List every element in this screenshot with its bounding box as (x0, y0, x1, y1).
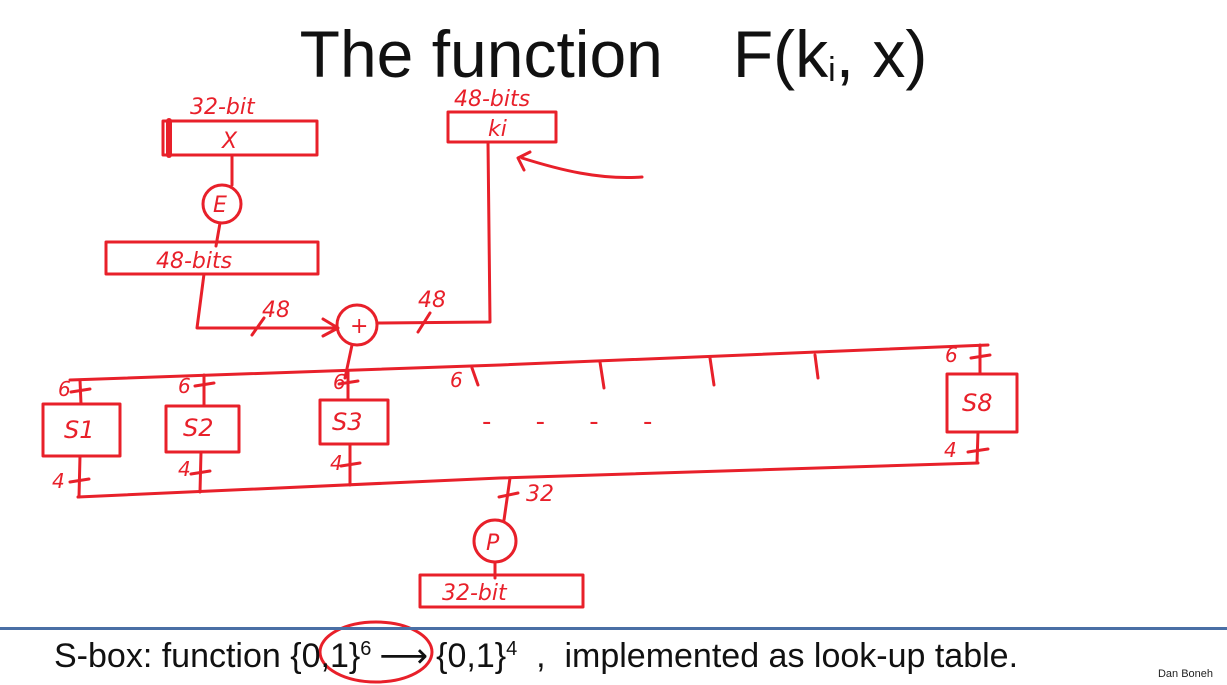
sbox-domain: {0,1} (290, 637, 361, 675)
sbox-4-in-label: 6 (450, 368, 463, 392)
sbox-1-outlet-tick (68, 477, 91, 484)
output-wire-tick (497, 491, 520, 499)
sbox-3-out-label: 4 (330, 451, 343, 475)
sbox-2-inlet-tick (193, 381, 216, 388)
key-box (446, 110, 558, 144)
bus-tick-7 (813, 353, 820, 380)
wire-left-label: 48 (262, 298, 290, 323)
wire-right-label: 48 (418, 288, 446, 313)
sbox-4-inlet-tick (470, 366, 480, 387)
x-size-label: 32-bit (190, 95, 256, 120)
sbox-2-outlet-tick (189, 469, 212, 476)
key-size-label: 48-bits (454, 87, 530, 112)
expanded-to-xor-wire (195, 272, 337, 330)
sbox-description: S-box: function {0,1}6⟶{0,1}4 , implemen… (54, 634, 1018, 683)
sbox-8-outlet-tick (966, 447, 990, 454)
xor-symbol: + (350, 314, 368, 339)
title-fn-rest: , x) (835, 17, 928, 91)
key-box-label: ki (488, 117, 507, 142)
bus-to-p-wire (502, 476, 512, 522)
sbox-2-out-label: 4 (178, 457, 191, 481)
key-pointer-head (516, 150, 532, 172)
title-fn-name: F(k (732, 17, 829, 91)
sbox-3-label: S3 (332, 408, 363, 436)
output-box-label: 32-bit (442, 581, 508, 606)
author-credit: Dan Boneh (1157, 668, 1213, 680)
bus-tick-5 (598, 360, 606, 390)
sbox-8-label: S8 (962, 389, 993, 417)
sbox-2-label: S2 (183, 414, 214, 442)
sbox-codomain-exponent: 4 (506, 638, 518, 660)
sbox-ellipsis: - - - - (482, 407, 670, 437)
footer-suffix: , implemented as look-up table. (517, 637, 1019, 675)
sbox-2-in-label: 6 (178, 374, 191, 398)
sbox-input-bus (68, 343, 990, 382)
xor-circle (335, 303, 379, 347)
sbox-8-outlet (975, 430, 980, 465)
footer-divider (0, 627, 1227, 630)
sbox-3-inlet-tick (337, 379, 360, 386)
output-wire-label: 32 (526, 482, 554, 507)
sbox-1-in-label: 6 (58, 377, 71, 401)
sbox-1-inlet-tick (69, 387, 92, 394)
sbox-8-in-label: 6 (945, 343, 958, 367)
x-box-label: X (221, 129, 238, 154)
sbox-8-inlet-tick (969, 353, 992, 360)
key-to-xor-wire (376, 140, 492, 325)
expansion-label: E (213, 193, 227, 218)
sbox-8-box (945, 372, 1019, 434)
title-function-name: F(ki, x) (733, 14, 928, 106)
sbox-1-label: S1 (64, 416, 95, 444)
sbox-8-out-label: 4 (944, 438, 957, 462)
sbox-3-outlet-tick (339, 461, 362, 468)
wire-right-tick (416, 311, 432, 334)
xor-to-bus-wire (343, 343, 354, 380)
sbox-3-in-label: 6 (333, 370, 346, 394)
x-input-box (161, 119, 319, 157)
sbox-1-out-label: 4 (52, 469, 65, 493)
sbox-1-outlet (77, 454, 82, 499)
title-fn-subscript: i (828, 51, 836, 89)
output-box (418, 573, 585, 609)
sbox-3-box (318, 398, 390, 446)
expanded-box-label: 48-bits (156, 249, 232, 274)
permutation-label: P (486, 531, 500, 556)
slide-title: The function F(ki, x) (0, 14, 1227, 94)
arrow-icon: ⟶ (379, 637, 429, 675)
expansion-circle (201, 183, 243, 225)
bus-tick-6 (708, 356, 716, 387)
sbox-output-bus (76, 461, 980, 499)
sbox-domain-exponent: 6 (360, 638, 372, 660)
sbox-domain-highlight (318, 620, 434, 684)
footer-prefix: S-box: function (54, 637, 291, 675)
title-prefix: The function (299, 17, 663, 91)
wire-left-tick (250, 316, 266, 337)
key-pointer-arrow (520, 156, 644, 179)
expanded-box (104, 240, 320, 276)
sbox-codomain: {0,1} (436, 637, 507, 675)
